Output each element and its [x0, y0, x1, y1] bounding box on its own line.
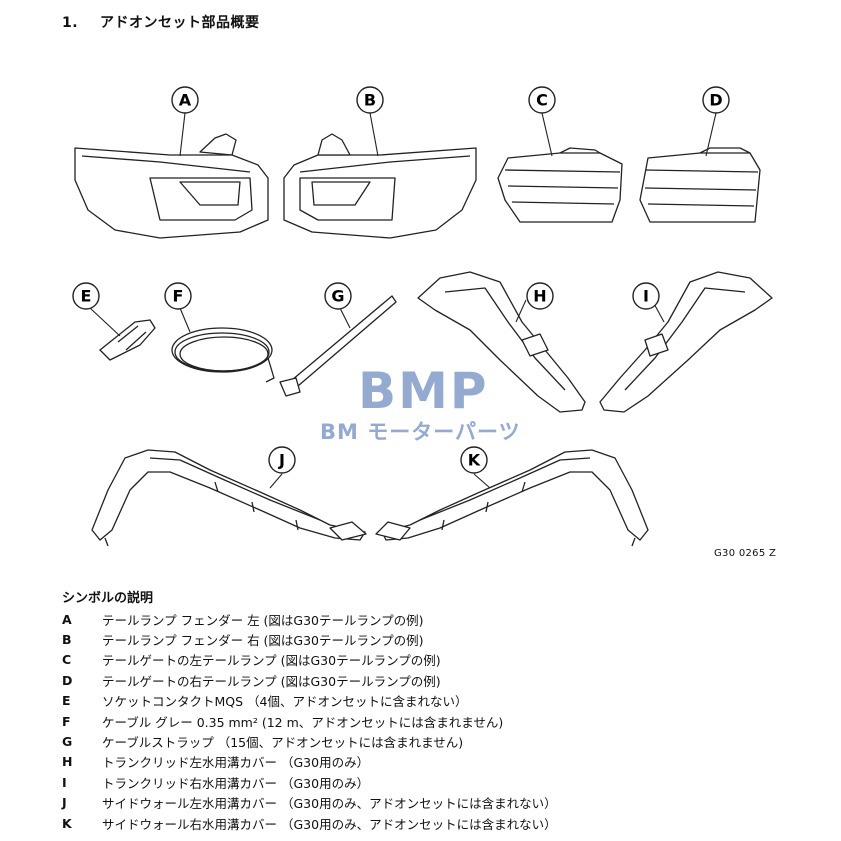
callout-letter: G	[331, 287, 344, 306]
watermark-text: BM モーターパーツ	[320, 420, 521, 444]
callout-circle	[356, 86, 384, 114]
watermark-logo: BMP	[358, 362, 489, 420]
callout-letter: A	[179, 91, 192, 110]
legend-key: K	[62, 815, 72, 831]
legend-description: テールゲートの右テールランプ (図はG30テールランプの例)	[102, 673, 441, 689]
part-b-tail-lamp-fender-right	[283, 133, 477, 239]
legend-item: H トランクリッド左水用溝カバー （G30用のみ）	[62, 752, 762, 772]
legend-description: サイドウォール左水用溝カバー （G30用のみ、アドオンセットには含まれない）	[102, 796, 557, 812]
legend-key: D	[62, 672, 73, 688]
callout-circle	[460, 446, 488, 474]
callout-f: F	[164, 282, 192, 310]
callout-letter: H	[533, 287, 546, 306]
callout-leaders	[89, 112, 717, 489]
callout-a: A	[171, 86, 199, 114]
legend-key: A	[62, 611, 72, 627]
parts-illustration: A B C D E F G H I J K	[72, 86, 773, 547]
section-heading: 1. アドオンセット部品概要	[62, 12, 260, 32]
legend-key: E	[62, 693, 71, 709]
callout-circle	[632, 282, 660, 310]
legend-title: シンボルの説明	[62, 591, 154, 606]
legend-key: H	[62, 754, 73, 770]
callout-circle	[324, 282, 352, 310]
callout-circle	[171, 86, 199, 114]
legend-description: ケーブル グレー 0.35 mm² (12 m、アドオンセットには含まれません)	[102, 714, 504, 730]
part-c-tailgate-lamp-left	[497, 147, 623, 223]
legend-item: C テールゲートの左テールランプ (図はG30テールランプの例)	[62, 650, 762, 670]
callout-g: G	[324, 282, 352, 310]
legend-description: サイドウォール右水用溝カバー （G30用のみ、アドオンセットには含まれない）	[102, 816, 557, 832]
callout-circle	[526, 282, 554, 310]
legend-item: A テールランプ フェンダー 左 (図はG30テールランプの例)	[62, 609, 762, 629]
legend-key: I	[62, 774, 67, 790]
legend-key: F	[62, 713, 71, 729]
callout-k: K	[460, 446, 488, 474]
callout-letter: K	[468, 451, 481, 470]
callout-letter: C	[536, 91, 548, 110]
callout-h: H	[526, 282, 554, 310]
legend-description: テールゲートの左テールランプ (図はG30テールランプの例)	[102, 653, 441, 669]
part-h-trunk-lid-cover-left	[417, 271, 586, 413]
callout-letter: E	[81, 287, 92, 306]
legend-item: K サイドウォール右水用溝カバー （G30用のみ、アドオンセットには含まれない）	[62, 813, 762, 833]
callout-markers: A B C D E F G H I J K	[72, 86, 730, 474]
legend-key: G	[62, 734, 73, 750]
callout-e: E	[72, 282, 100, 310]
part-k-sidewall-cover-right	[375, 449, 649, 547]
part-f-cable-coil	[171, 327, 275, 383]
legend-description: トランクリッド左水用溝カバー （G30用のみ）	[102, 755, 370, 771]
legend-key: J	[62, 795, 67, 811]
legend-item: F ケーブル グレー 0.35 mm² (12 m、アドオンセットには含まれません…	[62, 711, 762, 731]
legend-item: E ソケットコンタクトMQS （4個、アドオンセットに含まれない）	[62, 691, 762, 711]
legend-item: J サイドウォール左水用溝カバー （G30用のみ、アドオンセットには含まれない）	[62, 793, 762, 813]
callout-b: B	[356, 86, 384, 114]
legend-key: C	[62, 652, 72, 668]
legend-key: B	[62, 632, 72, 648]
part-g-cable-strap	[279, 295, 397, 397]
legend-description: ソケットコンタクトMQS （4個、アドオンセットに含まれない）	[102, 694, 468, 710]
legend-description: トランクリッド右水用溝カバー （G30用のみ）	[102, 775, 370, 791]
section-number: 1.	[62, 15, 79, 31]
callout-i: I	[632, 282, 660, 310]
figure-code: G30 0265 Z	[714, 548, 777, 559]
legend-item: G ケーブルストラップ （15個、アドオンセットには含まれません)	[62, 731, 762, 751]
part-e-socket-contact	[99, 319, 156, 361]
part-d-tailgate-lamp-right	[639, 147, 761, 223]
callout-circle	[164, 282, 192, 310]
legend-description: テールランプ フェンダー 右 (図はG30テールランプの例)	[102, 633, 424, 649]
callout-letter: B	[364, 91, 376, 110]
legend-list: A テールランプ フェンダー 左 (図はG30テールランプの例) B テールランプ フ…	[62, 609, 762, 833]
callout-circle	[268, 446, 296, 474]
callout-circle	[72, 282, 100, 310]
callout-circle	[528, 86, 556, 114]
callout-letter: I	[643, 287, 649, 306]
part-a-tail-lamp-fender-left	[74, 133, 269, 239]
section-title: アドオンセット部品概要	[100, 15, 260, 31]
callout-c: C	[528, 86, 556, 114]
callout-letter: D	[709, 91, 722, 110]
callout-letter: F	[173, 287, 184, 306]
legend-description: テールランプ フェンダー 左 (図はG30テールランプの例)	[102, 612, 424, 628]
legend-item: D テールゲートの右テールランプ (図はG30テールランプの例)	[62, 670, 762, 690]
part-j-sidewall-cover-left	[91, 449, 367, 547]
callout-letter: J	[278, 451, 285, 470]
callout-j: J	[268, 446, 296, 474]
legend-item: B テールランプ フェンダー 右 (図はG30テールランプの例)	[62, 629, 762, 649]
legend-description: ケーブルストラップ （15個、アドオンセットには含まれません)	[102, 735, 464, 751]
part-i-trunk-lid-cover-right	[599, 271, 773, 413]
legend-item: I トランクリッド右水用溝カバー （G30用のみ）	[62, 772, 762, 792]
callout-d: D	[702, 86, 730, 114]
callout-circle	[702, 86, 730, 114]
